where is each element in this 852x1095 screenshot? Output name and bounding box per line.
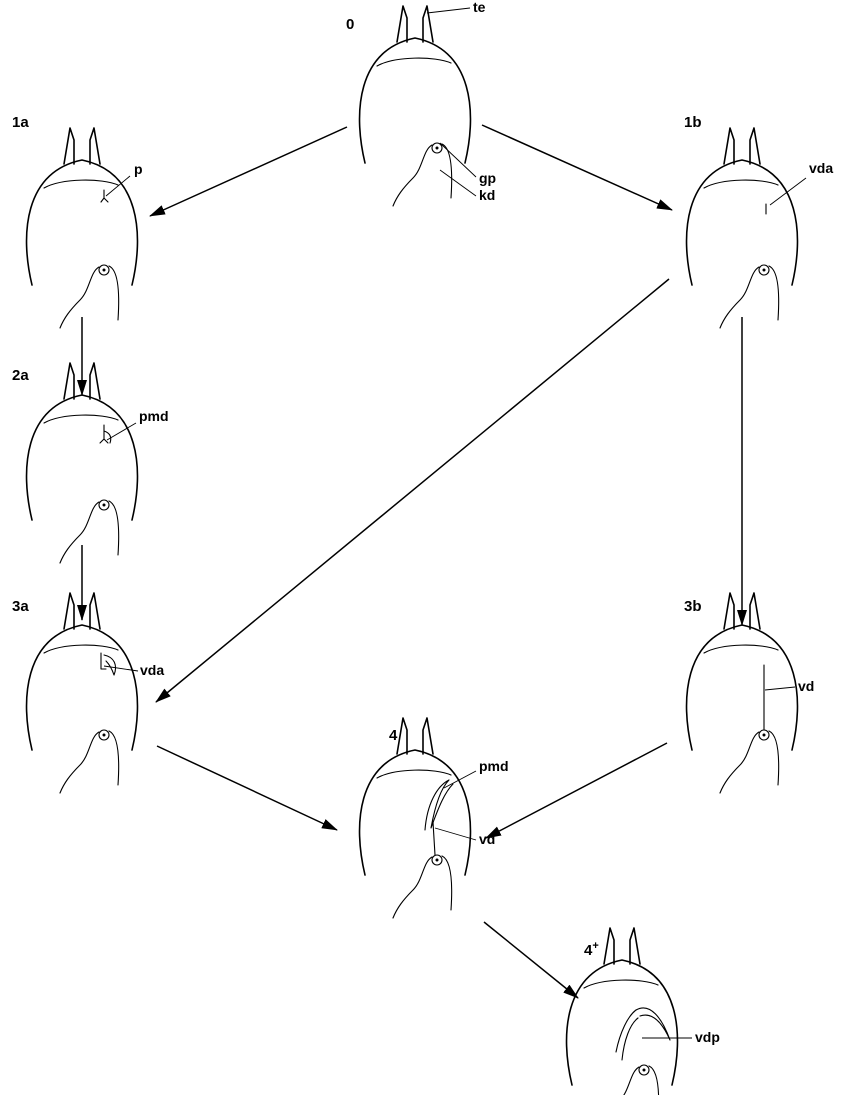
vda-3a-label: vda [140, 662, 164, 678]
arrow-0-to-1b [482, 125, 672, 210]
stage-3b-label: 3b [684, 598, 702, 615]
arrow-3a-to-4 [157, 746, 337, 830]
arrow-4-to-4plus [484, 922, 578, 998]
vda-1b-label: vda [809, 160, 833, 176]
gp-leader [440, 143, 476, 177]
gp-label: gp [479, 170, 496, 186]
stage-3a-label: 3a [12, 598, 29, 615]
stage-4-label: 4 [389, 727, 398, 744]
kd-leader [440, 170, 476, 196]
te-label: te [473, 0, 486, 15]
vd-3b-label: vd [798, 678, 814, 694]
pmd-4-label: pmd [479, 758, 509, 774]
stage-0-head [360, 6, 471, 206]
arrow-3b-to-4 [486, 743, 667, 838]
vd-3b-leader [765, 687, 795, 690]
stage-0-label: 0 [346, 16, 354, 33]
kd-label: kd [479, 187, 495, 203]
stage-1b-head [687, 128, 798, 328]
arrow-0-to-1a [150, 127, 347, 216]
pmd-2a-label: pmd [139, 408, 169, 424]
stage-1a-label: 1a [12, 114, 29, 131]
vda-3a-leader [104, 666, 138, 671]
vda-1b-leader [770, 178, 806, 205]
arrow-1b-to-3a [156, 279, 669, 702]
p-label: p [134, 161, 143, 177]
vdp-label: vdp [695, 1029, 720, 1045]
te-leader [427, 8, 470, 13]
stage-1b-label: 1b [684, 114, 702, 131]
stage-4plus-superscript: + [592, 940, 598, 952]
stage-2a-label: 2a [12, 367, 29, 384]
stage-1a-head [27, 128, 138, 328]
stage-4-head [360, 718, 471, 918]
vd-4-label: vd [479, 831, 495, 847]
stage-3a-head [27, 593, 138, 793]
transition-arrows [82, 125, 742, 998]
stage-4plus-label: 4+ [584, 940, 599, 959]
